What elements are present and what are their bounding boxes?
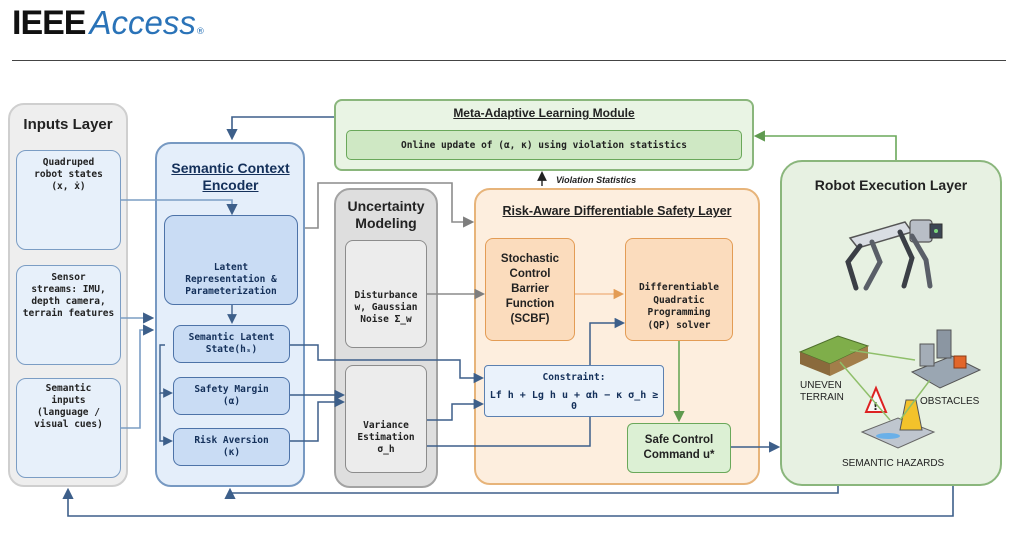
- arrow-aversion-to-variance: [290, 396, 346, 442]
- arrow-meta-to-encoder: [226, 116, 334, 141]
- constraint-expression: Lf h + Lg h u + αh − κ σ_h ≥ 0: [489, 390, 659, 412]
- arrow-robot-to-encoder: [121, 199, 238, 216]
- semantic-inputs-text: Semantic inputs (language / visual cues): [34, 383, 103, 430]
- logo-access-text: Access: [89, 4, 196, 41]
- latent-representation-box: [164, 215, 298, 305]
- quadruped-robot-icon: [845, 219, 943, 291]
- meta-update-box: Online update of (α, κ) using violation …: [346, 130, 742, 160]
- scene-link-left: [839, 361, 891, 421]
- arrow-robot-feedback-encoder: [224, 486, 839, 499]
- obstacles-label: OBSTACLES: [920, 396, 980, 407]
- robot-states-text: Quadruped robot states (x, ẋ): [34, 157, 103, 192]
- semantic-hazards-icon: !: [860, 385, 936, 449]
- variance-box: [345, 365, 427, 473]
- safe-control-command-box: Safe Control Command u*: [627, 423, 731, 473]
- semantic-latent-state-box: Semantic Latent State(hₛ): [173, 325, 290, 363]
- risk-aversion-box: Risk Aversion (κ): [173, 428, 290, 466]
- uneven-terrain-label: UNEVEN TERRAIN: [800, 380, 844, 403]
- latent-representation-text: Latent Representation & Parameterization: [185, 262, 277, 297]
- scene-link-top: [849, 349, 916, 361]
- robot-execution-title: Robot Execution Layer: [814, 177, 968, 193]
- sensor-streams-card: Sensor streams: IMU, depth camera, terra…: [16, 265, 121, 365]
- disturbance-box: [345, 240, 427, 348]
- ieee-access-logo: IEEE Access ®: [12, 4, 205, 44]
- arrow-margin-to-risk: [159, 393, 173, 446]
- uncertainty-title: Uncertainty Modeling: [347, 198, 425, 231]
- semantic-hazards-label: SEMANTIC HAZARDS: [842, 458, 945, 469]
- violation-statistics-label: Violation Statistics: [556, 175, 637, 185]
- meta-learning-title: Meta-Adaptive Learning Module: [453, 106, 635, 120]
- constraint-box: [484, 365, 664, 417]
- arrow-robot-to-meta: [753, 130, 897, 160]
- obstacles-icon: [910, 329, 982, 389]
- risk-layer-title: Risk-Aware Differentiable Safety Layer: [502, 204, 732, 218]
- uneven-terrain-icon: [798, 335, 870, 376]
- safety-margin-box: Safety Margin (α): [173, 377, 290, 415]
- variance-text: Variance Estimation σ_h: [357, 420, 415, 455]
- arrow-robot-feedback-inputs: [62, 486, 954, 517]
- sensor-streams-text: Sensor streams: IMU, depth camera, terra…: [22, 272, 115, 319]
- arrow-latent-to-margin: [159, 344, 173, 398]
- arrow-semantic-to-encoder: [121, 324, 155, 429]
- arrow-state-to-constraint: [290, 344, 485, 384]
- arrow-variance-to-constraint: [427, 398, 485, 421]
- constraint-title: Constraint:: [542, 372, 606, 383]
- arrow-latent-to-risk-layer: [305, 182, 475, 229]
- inputs-layer-title: Inputs Layer: [23, 116, 113, 133]
- header-rule: [12, 60, 1006, 61]
- logo-ieee-text: IEEE: [12, 4, 86, 42]
- qp-solver-box: [625, 238, 733, 341]
- scene-link-right: [899, 379, 931, 421]
- semantic-inputs-card: Semantic inputs (language / visual cues): [16, 378, 121, 478]
- svg-text:!: !: [873, 400, 878, 413]
- disturbance-text: Disturbance w, Gaussian Noise Σ_w: [354, 290, 418, 325]
- qp-solver-text: Differentiable Quadratic Programming (QP…: [638, 282, 720, 331]
- scbf-box: Stochastic Control Barrier Function (SCB…: [485, 238, 575, 341]
- encoder-title: Semantic Context Encoder: [171, 160, 290, 193]
- robot-states-card: Quadruped robot states (x, ẋ): [16, 150, 121, 250]
- logo-trademark: ®: [195, 27, 205, 37]
